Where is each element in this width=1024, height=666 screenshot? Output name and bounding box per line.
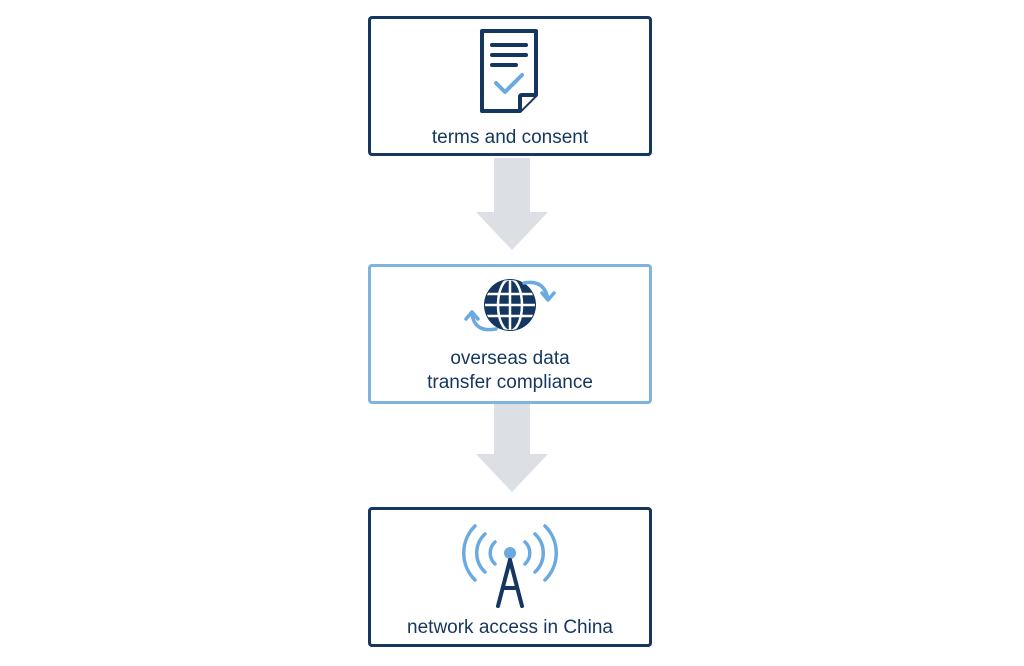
node-label: network access in China [407, 617, 613, 638]
node-label-line: transfer compliance [427, 372, 593, 393]
node-label-line: overseas data [450, 348, 570, 369]
node-terms-and-consent: terms and consent [368, 16, 652, 156]
node-overseas-data-transfer: overseas data transfer compliance [368, 264, 652, 404]
flow-arrow-down [476, 158, 548, 250]
signal-tower-icon [461, 524, 559, 608]
node-network-access-in-china: network access in China [368, 507, 652, 647]
node-label: overseas data transfer compliance [371, 347, 649, 395]
node-label: terms and consent [431, 127, 589, 148]
flow-arrow-down [476, 404, 548, 492]
globe-sync-icon [464, 279, 556, 332]
document-check-icon [480, 29, 538, 113]
